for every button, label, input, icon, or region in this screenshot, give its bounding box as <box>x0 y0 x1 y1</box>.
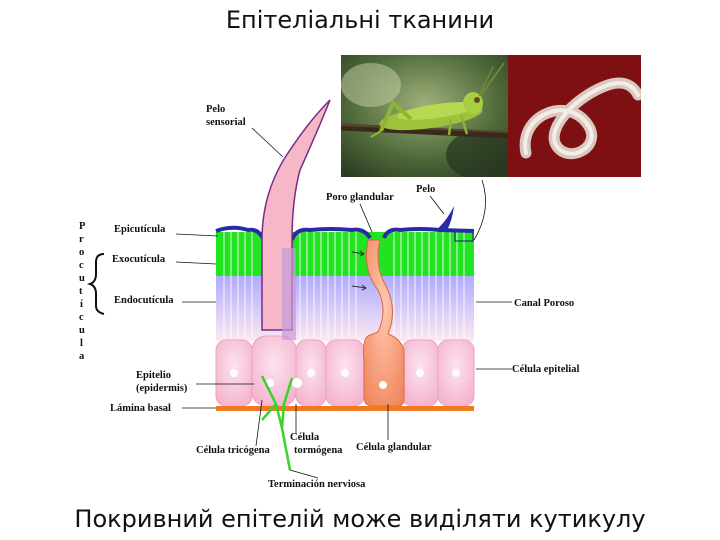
basal-lamina <box>216 406 474 411</box>
label-terminacion-nerviosa: Terminación nerviosa <box>268 479 366 490</box>
endocuticle-layer <box>216 275 474 341</box>
label-epicuticula: Epicutícula <box>114 224 166 235</box>
procuticula-letter: c <box>79 312 84 323</box>
page-title: Епітеліальні тканини <box>225 6 495 34</box>
procuticula-letter: o <box>79 247 84 258</box>
procuticula-letter: u <box>79 273 85 284</box>
sensory-hair <box>261 99 331 331</box>
label-exocuticula: Exocutícula <box>112 254 166 265</box>
nematode-photo <box>508 55 641 177</box>
small-hair <box>436 206 454 232</box>
procuticula-letter: r <box>79 234 84 245</box>
procuticula-letter: í <box>80 299 84 310</box>
label-epitelio: (epidermis) <box>136 383 188 394</box>
label-celula-epitelial: Célula epitelial <box>512 364 579 375</box>
procuticula-letter: P <box>79 221 86 232</box>
label-celula-tricogena: Célula tricógena <box>196 445 271 456</box>
procuticula-letter: a <box>79 351 85 362</box>
procuticula-letter: c <box>79 260 84 271</box>
label-endocuticula: Endocutícula <box>114 295 174 306</box>
label-pelo: Pelo <box>416 184 435 195</box>
label-epitelio: Epitelio <box>136 370 171 381</box>
label-pelo-sensorial: sensorial <box>206 117 246 128</box>
label-celula-glandular: Célula glandular <box>356 442 432 453</box>
nerve-terminal <box>260 375 294 471</box>
procuticula-letter: u <box>79 325 85 336</box>
trichogen-cell <box>251 335 297 407</box>
grasshopper-photo <box>341 55 508 177</box>
exocuticle-layer <box>216 232 474 276</box>
label-poro-glandular: Poro glandular <box>326 192 394 203</box>
label-celula-tormogena: Célula <box>290 432 320 443</box>
procuticula-letter: t <box>79 286 83 297</box>
epicuticle-layer <box>215 225 475 241</box>
label-pelo-sensorial: Pelo <box>206 104 225 115</box>
pore-canals <box>223 232 465 338</box>
label-lamina-basal: Lámina basal <box>110 403 171 414</box>
slide-caption: Покривний епітелій може виділяти кутикул… <box>74 505 646 533</box>
label-canal-poroso: Canal Poroso <box>514 298 574 309</box>
label-celula-tormogena: tormógena <box>294 445 343 456</box>
procuticula-letter: l <box>80 338 83 349</box>
